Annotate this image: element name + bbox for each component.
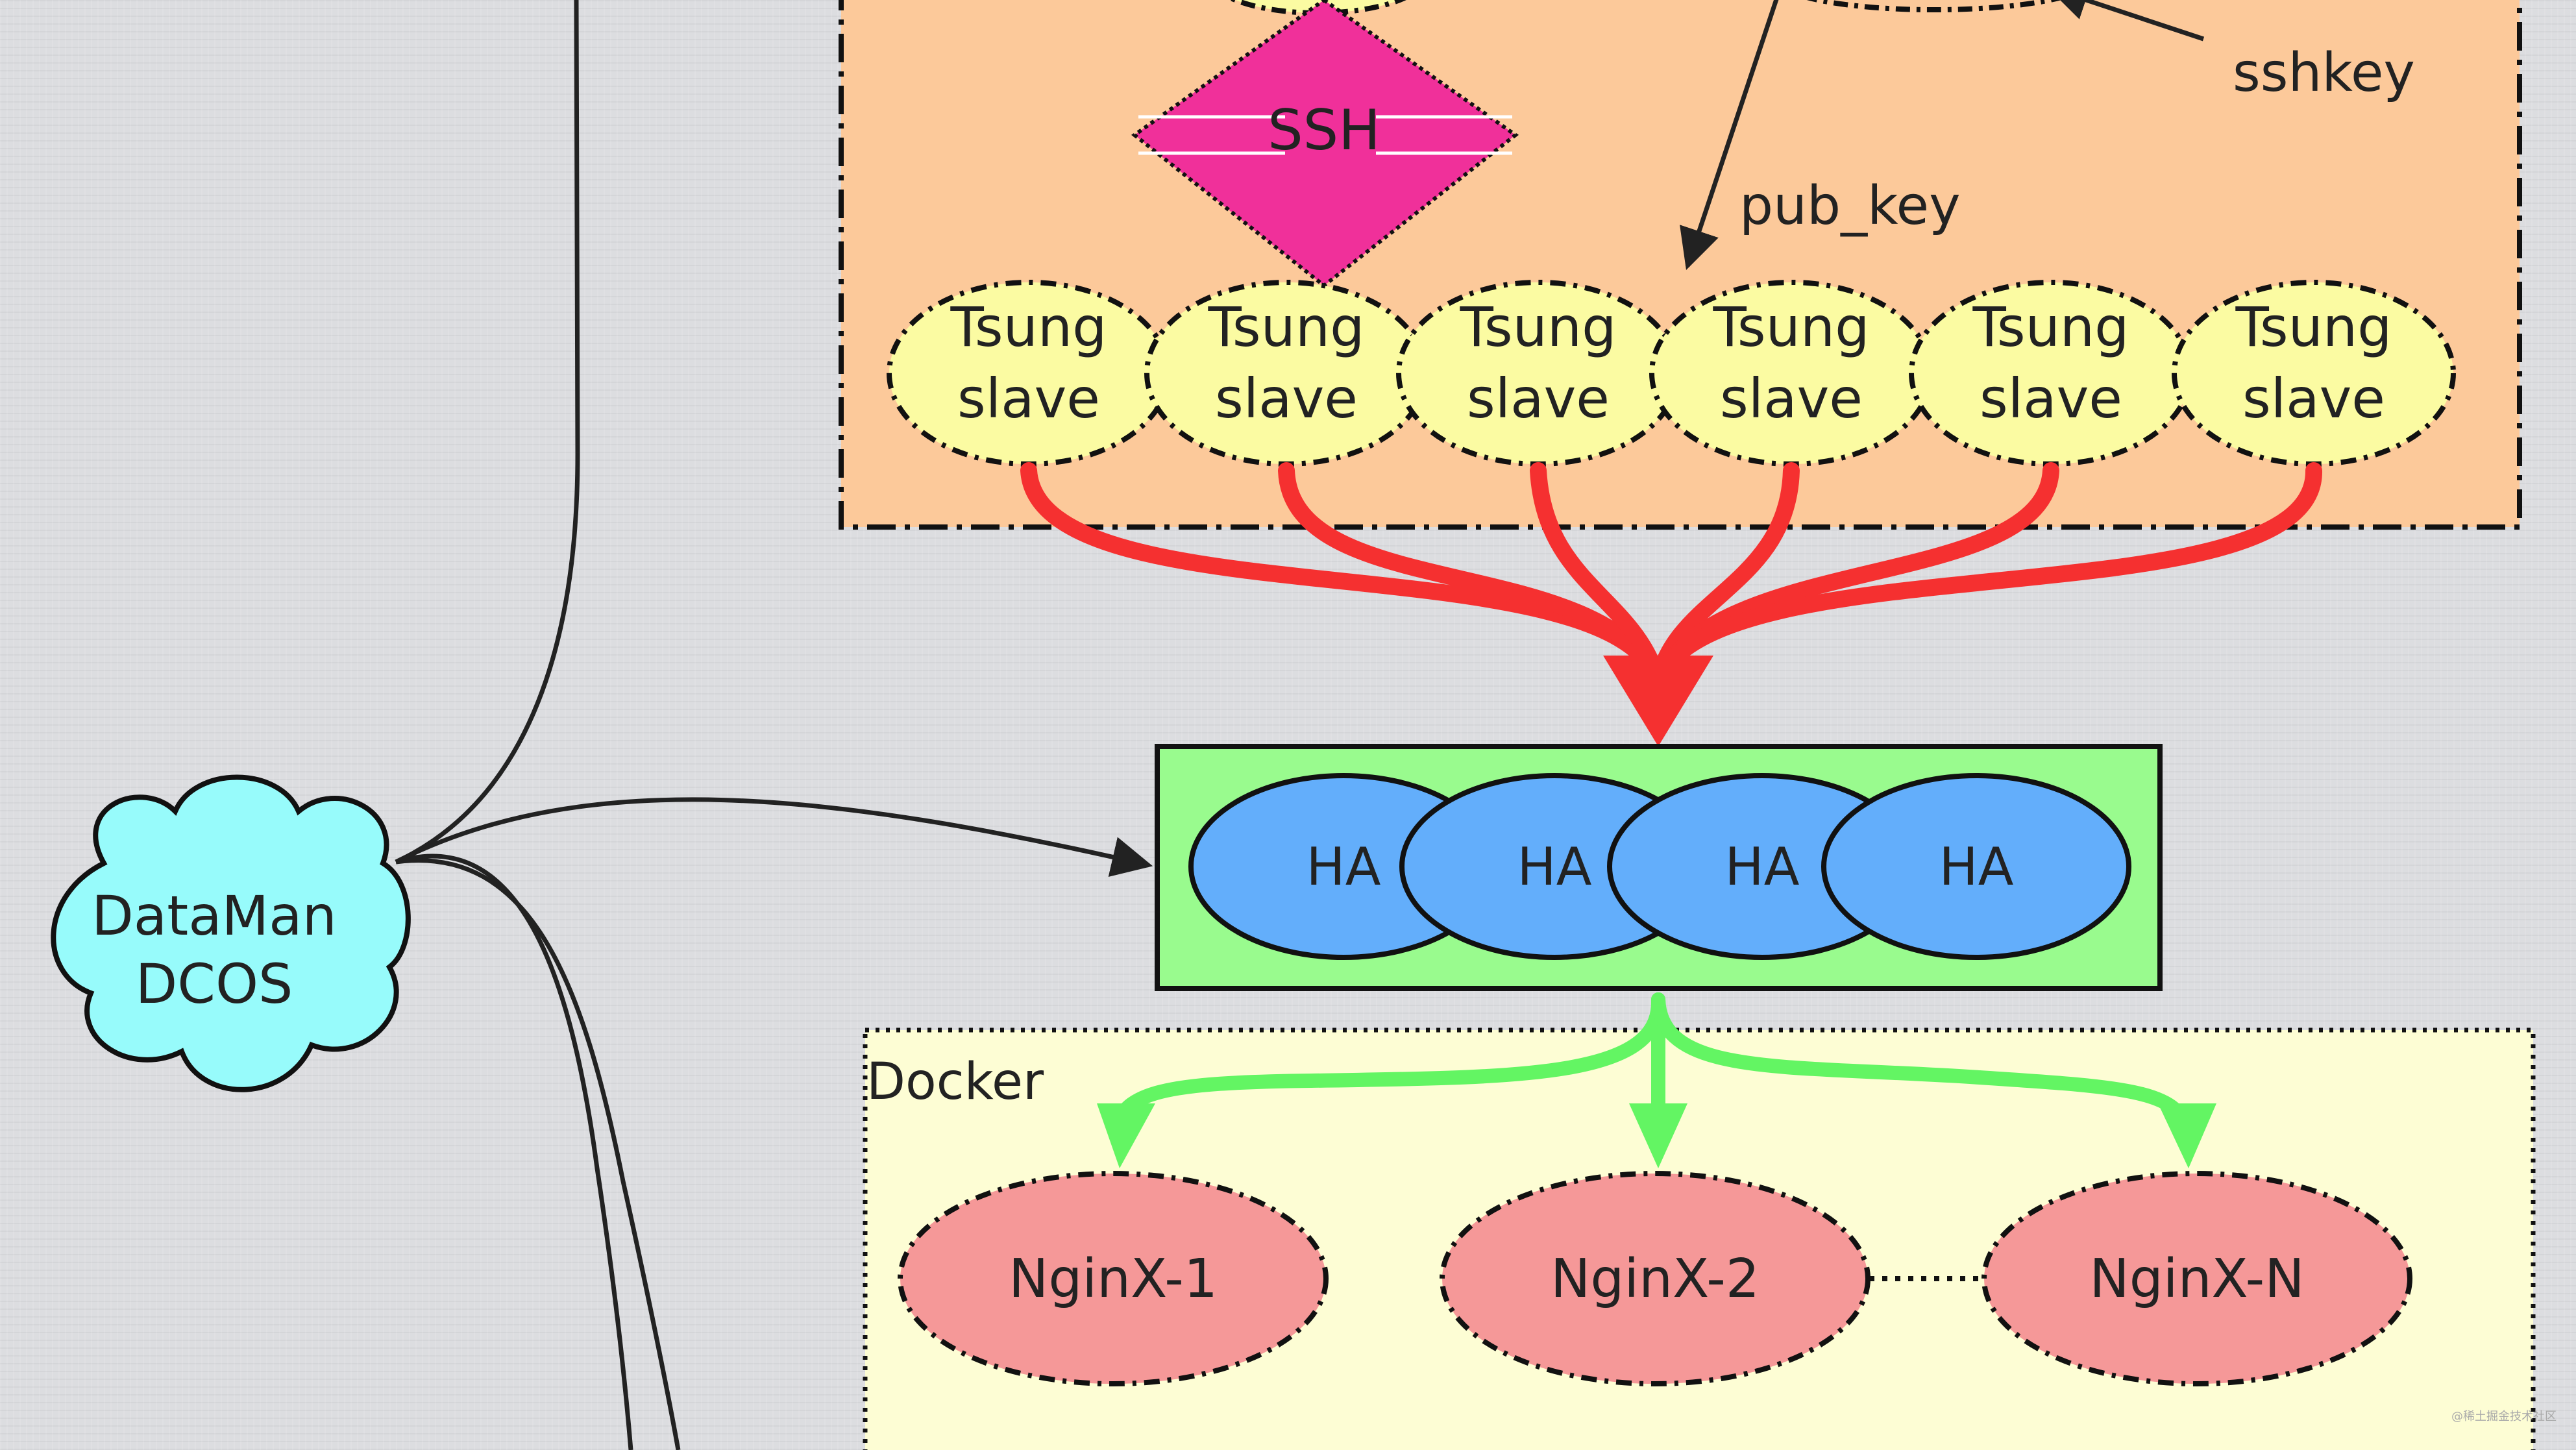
nginx-node-label: NginX-2: [1551, 1248, 1760, 1310]
tsung-slave-label-1: Tsung: [1713, 295, 1870, 359]
tsung-slave-node: Tsung slave: [1649, 280, 1933, 467]
top-master-node-partial: [1806, 0, 2062, 12]
tsung-slave-group: Tsung slave Tsung slave Tsung slave Tsung slave…: [887, 280, 2456, 467]
tsung-slave-label-2: slave: [1467, 367, 1610, 430]
tsung-slave-label-1: Tsung: [950, 295, 1107, 359]
sshkey-label: sshkey: [2233, 42, 2415, 104]
tsung-slave-label-1: Tsung: [2235, 295, 2392, 359]
sshkey-arrow: [2047, 0, 2205, 42]
dcos-to-ha-arrow: [395, 797, 1153, 877]
red-arrows: [1020, 462, 2323, 690]
tsung-slave-node: Tsung slave: [2172, 280, 2456, 467]
red-arrowhead: [1603, 656, 1713, 746]
tsung-slave-label-2: slave: [2242, 367, 2385, 430]
dcos-line-down-2: [395, 858, 681, 1450]
tsung-slave-label-2: slave: [1215, 367, 1358, 430]
pub-key-arrow: [1680, 0, 1779, 270]
dcos-line-to-top: [395, 0, 580, 865]
nginx-node: NginX-N: [1981, 1171, 2412, 1386]
ha-node-label: HA: [1517, 837, 1592, 897]
ha-node: HA: [1821, 773, 2131, 960]
tsung-slave-node: Tsung slave: [1396, 280, 1680, 467]
ha-node-label: HA: [1306, 837, 1381, 897]
ha-node-label: HA: [1939, 837, 2014, 897]
tsung-slave-node: Tsung slave: [1909, 280, 2193, 467]
tsung-slave-node: Tsung slave: [1144, 280, 1429, 467]
nginx-node: NginX-2: [1440, 1171, 1871, 1386]
docker-label: Docker: [866, 1053, 1044, 1111]
tsung-slave-label-1: Tsung: [1460, 295, 1617, 359]
nginx-node: NginX-1: [898, 1171, 1329, 1386]
ha-node-label: HA: [1725, 837, 1800, 897]
green-arrowhead-1: [1097, 1103, 1155, 1168]
tsung-slave-label-1: Tsung: [1972, 295, 2129, 359]
dataman-label-line2: DCOS: [136, 952, 293, 1016]
nginx-node-group: NginX-1 NginX-2 NginX-N: [898, 1171, 2412, 1386]
dcos-connector-lines: [395, 0, 681, 1450]
tsung-slave-label-2: slave: [1720, 367, 1863, 430]
tsung-slave-node: Tsung slave: [887, 280, 1171, 467]
dcos-line-down-1: [395, 854, 633, 1450]
tsung-slave-label-1: Tsung: [1208, 295, 1365, 359]
nginx-node-label: NginX-N: [2089, 1248, 2304, 1310]
tsung-slave-label-2: slave: [957, 367, 1100, 430]
pub-key-label: pub_key: [1739, 175, 1961, 237]
nginx-node-label: NginX-1: [1009, 1248, 1218, 1310]
tsung-slave-label-2: slave: [1980, 367, 2122, 430]
dataman-label-line1: DataMan: [92, 884, 337, 948]
ha-node-group: HA HA HA HA: [1188, 773, 2131, 960]
dataman-dcos-cloud: DataMan DCOS: [51, 774, 411, 1092]
green-arrowhead-3: [2158, 1103, 2216, 1168]
ssh-label: SSH: [1268, 98, 1380, 163]
green-arrowhead-2: [1629, 1103, 1687, 1168]
watermark-text: @稀土掘金技术社区: [2451, 1410, 2557, 1423]
